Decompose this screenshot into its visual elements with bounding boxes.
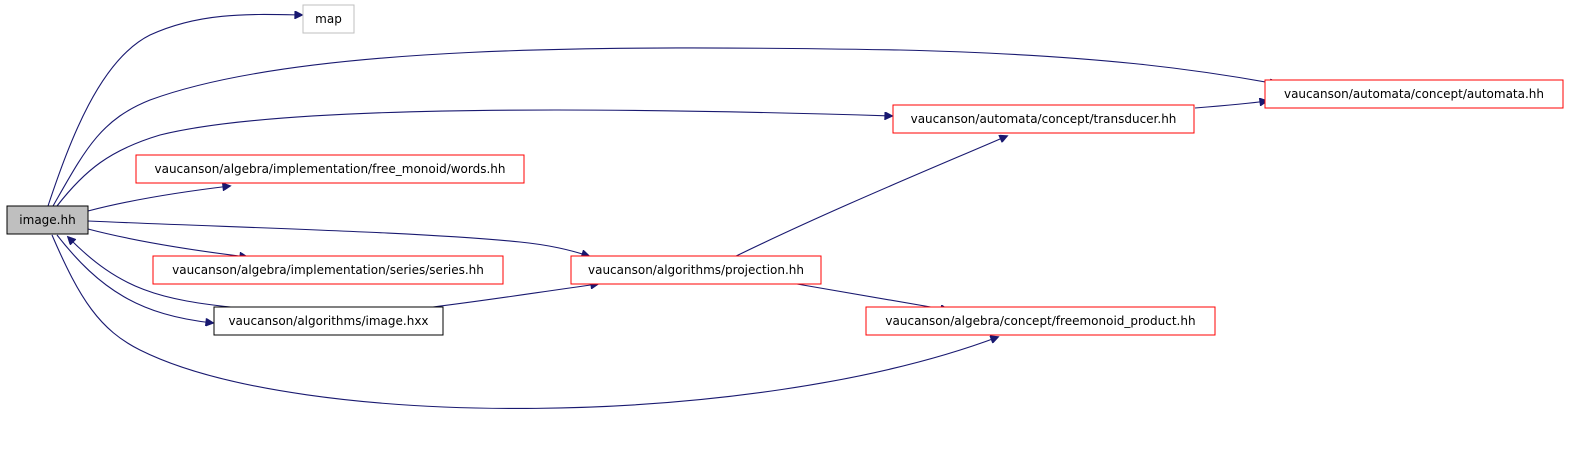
node-label: vaucanson/algebra/concept/freemonoid_pro… xyxy=(885,314,1195,328)
node-label: vaucanson/algebra/implementation/free_mo… xyxy=(154,162,505,176)
nodes: image.hh map vaucanson/automata/concept/… xyxy=(6,4,1564,336)
edge-projection-hh-to-transducer-hh xyxy=(729,136,1007,260)
node-label: vaucanson/algorithms/projection.hh xyxy=(588,263,804,277)
node-label: vaucanson/algorithms/image.hxx xyxy=(228,314,428,328)
edge-image-hh-to-map xyxy=(47,14,302,207)
edge-image-hh-to-series-hh xyxy=(87,228,247,257)
node-freemonoid-product-hh[interactable]: vaucanson/algebra/concept/freemonoid_pro… xyxy=(865,306,1216,336)
node-image-hh[interactable]: image.hh xyxy=(6,205,89,235)
node-image-hxx[interactable]: vaucanson/algorithms/image.hxx xyxy=(213,306,444,336)
node-projection-hh[interactable]: vaucanson/algorithms/projection.hh xyxy=(570,255,822,285)
node-map[interactable]: map xyxy=(302,4,355,34)
edge-image-hh-to-automata-hh xyxy=(52,47,1277,207)
node-label: image.hh xyxy=(19,213,75,227)
edge-image-hxx-to-image-hh xyxy=(68,237,241,309)
node-label: vaucanson/automata/concept/transducer.hh xyxy=(911,112,1177,126)
node-series-hh[interactable]: vaucanson/algebra/implementation/series/… xyxy=(152,255,504,285)
edge-image-hh-to-words-hh xyxy=(87,186,230,212)
edge-image-hxx-to-projection-hh xyxy=(432,284,598,308)
edges xyxy=(47,14,1277,409)
edge-projection-hh-to-freemonoid-product-hh xyxy=(796,283,948,310)
edge-image-hh-to-projection-hh xyxy=(87,220,589,256)
node-label: vaucanson/algebra/implementation/series/… xyxy=(172,263,484,277)
node-label: map xyxy=(315,12,342,26)
node-label: vaucanson/automata/concept/automata.hh xyxy=(1284,87,1544,101)
edge-image-hh-to-image-hxx xyxy=(56,234,213,323)
node-words-hh[interactable]: vaucanson/algebra/implementation/free_mo… xyxy=(135,154,525,184)
node-transducer-hh[interactable]: vaucanson/automata/concept/transducer.hh xyxy=(892,104,1195,134)
node-automata-hh[interactable]: vaucanson/automata/concept/automata.hh xyxy=(1264,79,1564,109)
edge-image-hh-to-freemonoid-product-hh xyxy=(51,234,998,409)
edge-transducer-hh-to-automata-hh xyxy=(1194,101,1267,109)
edge-image-hh-to-transducer-hh xyxy=(56,109,892,207)
